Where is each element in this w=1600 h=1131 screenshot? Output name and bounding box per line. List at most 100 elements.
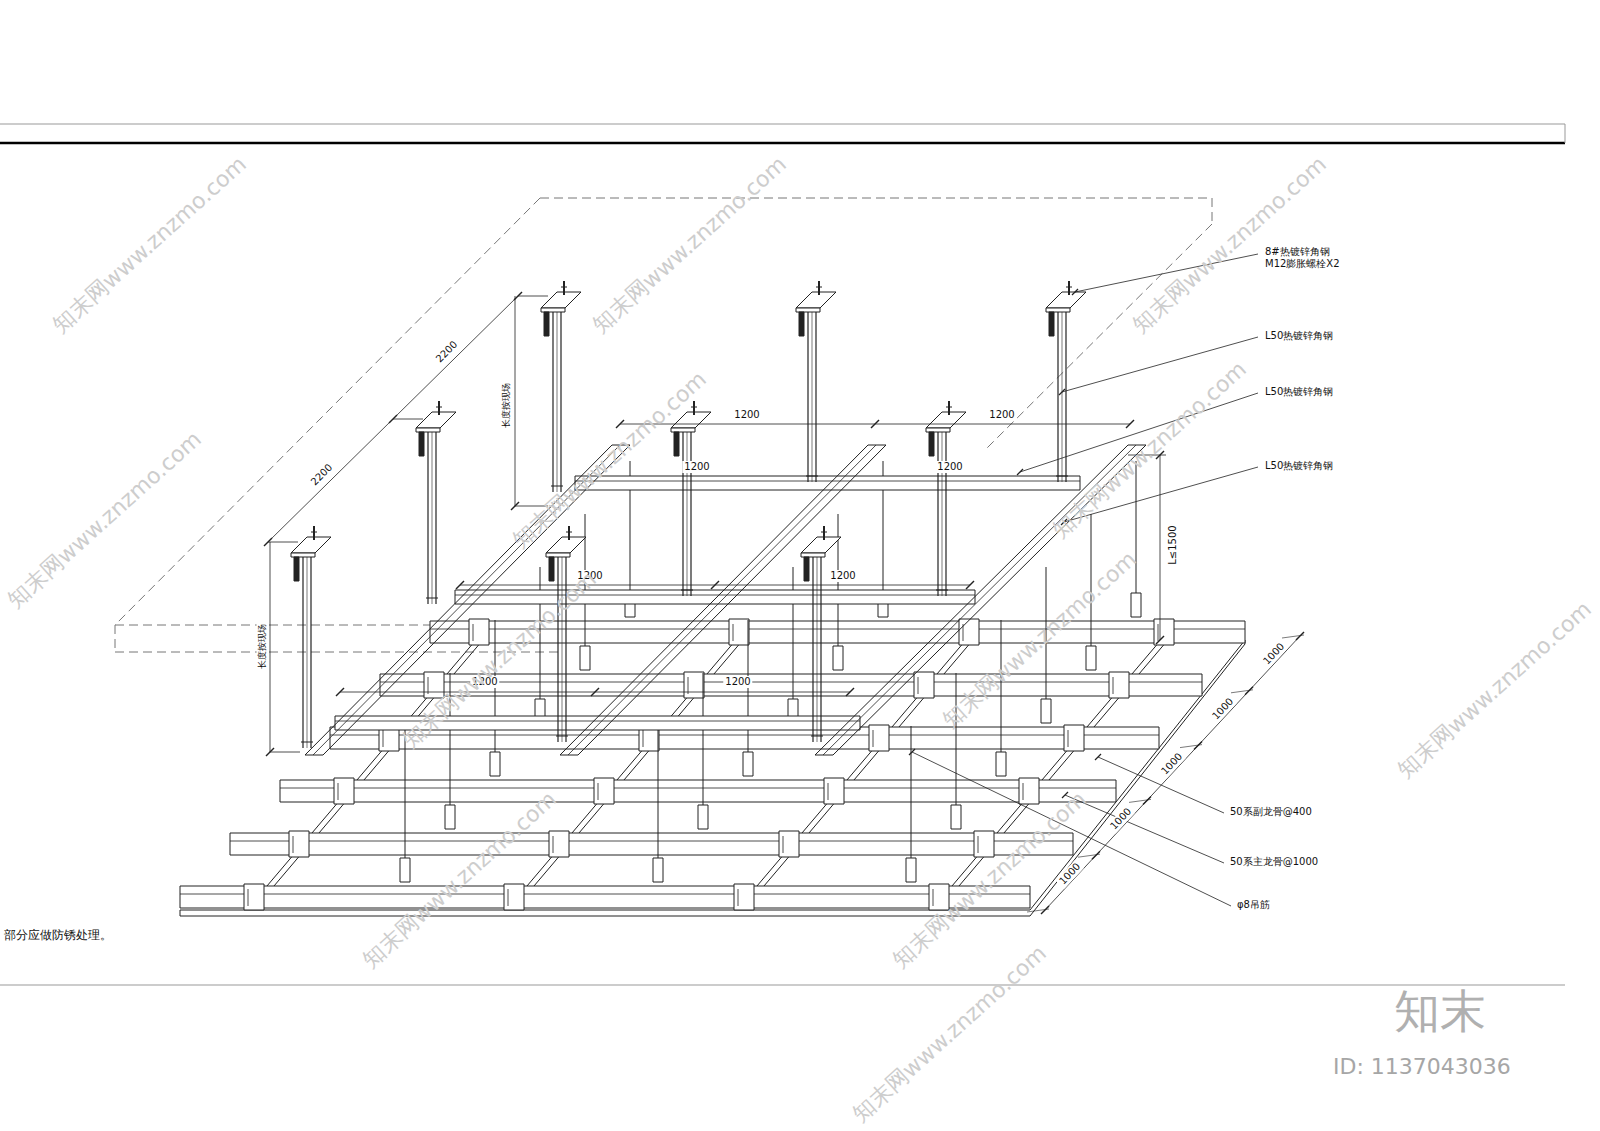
angle-post xyxy=(435,431,436,604)
keel-clip xyxy=(1109,672,1129,698)
keel-clip xyxy=(824,778,844,804)
dimension-text: 1200 xyxy=(987,409,1016,421)
anchor-plate xyxy=(541,308,565,312)
expansion-bolt xyxy=(691,407,697,408)
main-keel xyxy=(250,625,489,906)
extension-line xyxy=(1129,799,1151,802)
keel-clip xyxy=(598,783,599,800)
angle-post xyxy=(687,431,688,596)
hanger-clip xyxy=(653,858,663,882)
anchor-plate xyxy=(796,292,836,308)
angle-lip xyxy=(674,432,679,456)
main-keel xyxy=(935,625,1174,906)
watermark: 知末网www.znzmo.com xyxy=(1393,596,1597,783)
expansion-bolt xyxy=(1068,281,1070,295)
main-keel xyxy=(747,625,986,906)
dimension-text: 2200 xyxy=(432,337,461,366)
leader-tick xyxy=(1095,754,1101,760)
callout-label: L50热镀锌角钢 xyxy=(1265,330,1333,342)
keel-clip xyxy=(504,884,524,910)
anchor-plate xyxy=(671,428,695,432)
dimension-tick xyxy=(846,688,854,696)
keel-clip xyxy=(914,672,934,698)
extension-line xyxy=(393,419,423,420)
frame-line xyxy=(0,985,1565,986)
expansion-bolt xyxy=(693,401,695,415)
expansion-bolt xyxy=(568,526,570,540)
expansion-bolt xyxy=(816,287,822,288)
keel-clip xyxy=(549,831,569,857)
sheet-frame xyxy=(0,124,1565,985)
keel-flange xyxy=(380,682,1202,683)
keel-clip xyxy=(779,831,799,857)
angle-post xyxy=(307,556,308,748)
angle-post xyxy=(812,556,813,742)
hanger-rod xyxy=(911,726,912,858)
dimension-tick xyxy=(711,581,719,589)
keel-clip xyxy=(828,783,829,800)
hanger-rod xyxy=(658,726,659,858)
angle-beam xyxy=(560,445,886,755)
keel-clip xyxy=(1068,730,1069,747)
angle-lip xyxy=(419,432,424,456)
watermark: 知末网www.znzmo.com xyxy=(48,151,252,338)
anchor-plate xyxy=(546,553,570,557)
dimension-tick xyxy=(1156,636,1164,644)
callout-label: L50热镀锌角钢 xyxy=(1265,460,1333,472)
slab-edge xyxy=(540,198,1212,199)
keel-clip xyxy=(244,884,264,910)
keel-clip xyxy=(293,836,294,853)
angle-post xyxy=(815,311,816,482)
keel-clip xyxy=(643,730,644,747)
keel-clip xyxy=(783,836,784,853)
dimension-text: 1000 xyxy=(1209,694,1238,724)
leader-tick xyxy=(1059,389,1065,395)
dimension-text: 1200 xyxy=(935,461,964,473)
keel-clip xyxy=(933,889,934,906)
dimension-tick xyxy=(1126,420,1134,428)
keel-clip xyxy=(1064,725,1084,751)
keel-clip xyxy=(738,889,739,906)
keel-clip xyxy=(688,677,689,694)
expansion-bolt xyxy=(563,281,565,295)
anchor-plate xyxy=(291,537,331,553)
frame-line xyxy=(0,142,1565,145)
dimension-text: 1200 xyxy=(723,676,752,688)
watermark-logo: 知末 xyxy=(1394,984,1486,1039)
extension-line xyxy=(1180,745,1202,748)
anchor-plate xyxy=(291,553,315,557)
angle-post xyxy=(817,556,818,742)
expansion-bolt xyxy=(313,526,315,540)
angle-lip xyxy=(549,557,554,581)
keel-clip xyxy=(1023,783,1024,800)
anchor-plate xyxy=(1046,308,1070,312)
angle-lip xyxy=(544,312,549,336)
anchor-plate xyxy=(546,537,586,553)
angle-beam xyxy=(575,476,1080,490)
board-edge xyxy=(180,640,1245,916)
keel-clip xyxy=(684,672,704,698)
dimension-line xyxy=(268,296,518,542)
keel-clip xyxy=(553,836,554,853)
dimension-tick xyxy=(336,688,344,696)
extension-line xyxy=(1231,690,1253,693)
angle-lip xyxy=(799,312,804,336)
slab-edge xyxy=(1212,198,1213,224)
anchor-plate xyxy=(926,428,950,432)
expansion-bolt xyxy=(436,407,442,408)
hanger-clip xyxy=(951,805,961,829)
expansion-bolt xyxy=(1066,287,1072,288)
angle-post xyxy=(690,431,691,596)
expansion-bolt xyxy=(823,526,825,540)
post-foot xyxy=(936,590,948,591)
expansion-bolt xyxy=(948,401,950,415)
keel-clip xyxy=(508,889,509,906)
dimension-text: 1200 xyxy=(828,570,857,582)
keel-clip xyxy=(978,836,979,853)
anchor-plate xyxy=(796,308,820,312)
keel-clip xyxy=(959,619,979,645)
dimension-line xyxy=(515,296,516,506)
keel-clip xyxy=(1019,778,1039,804)
keel-clip xyxy=(473,624,474,641)
expansion-bolt xyxy=(566,532,572,533)
